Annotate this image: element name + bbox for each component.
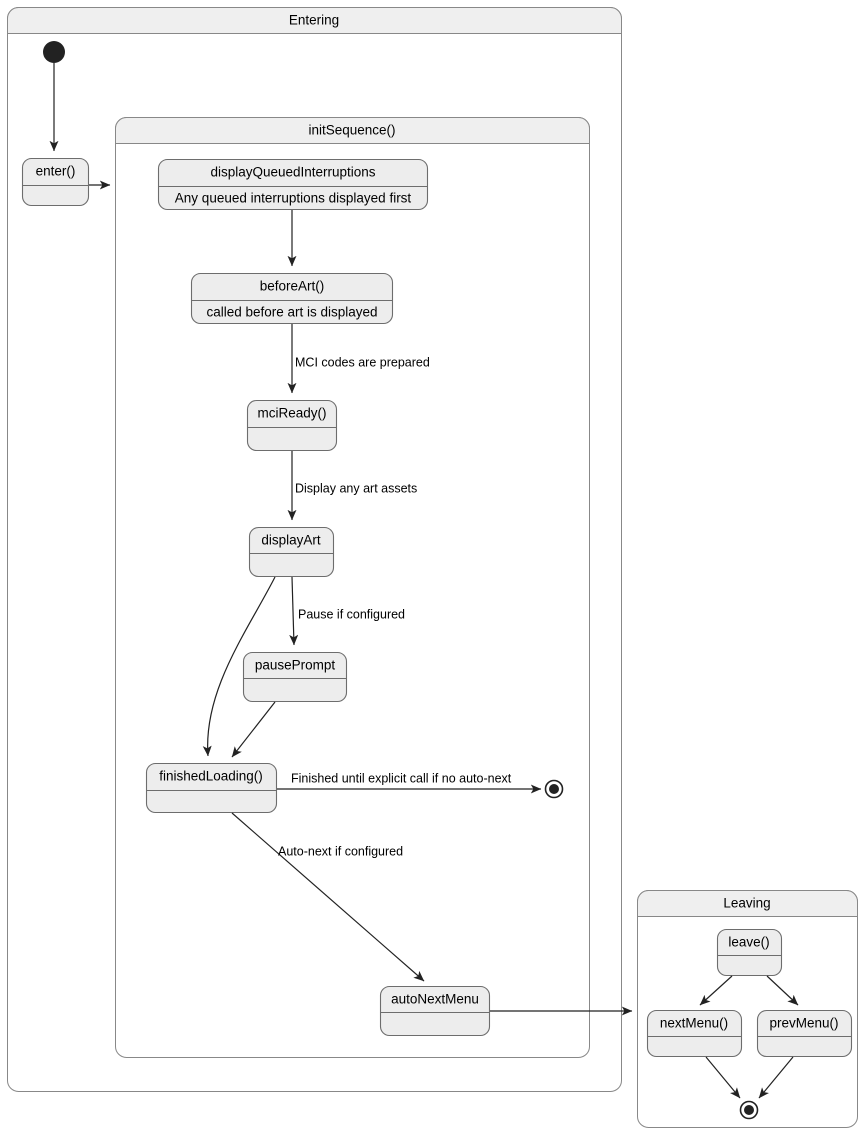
entering-frame-header [7, 7, 622, 34]
init-sequence-frame-body [115, 117, 590, 1058]
state-enter-box [21, 157, 90, 207]
composite-state-leaving[interactable]: Leaving [637, 890, 858, 1128]
state-pause-prompt-box [242, 651, 348, 703]
state-enter-title: enter() [36, 164, 76, 179]
transition-next-menu-to-end [705, 1056, 741, 1099]
entering-frame-title: Entering [289, 13, 339, 28]
transition-next-menu-to-end-line [705, 1056, 741, 1099]
state-prev-menu[interactable]: prevMenu() [756, 1009, 853, 1058]
transition-display-art-to-pause-prompt-label: Pause if configured [298, 607, 405, 621]
state-before-art-box [190, 272, 394, 325]
state-finished-loading-title: finishedLoading() [159, 769, 263, 784]
composite-state-init-sequence[interactable]: initSequence() [115, 117, 590, 1058]
state-mci-ready[interactable]: mciReady() [246, 399, 338, 452]
state-display-queued-interruptions-box [157, 158, 429, 211]
transition-before-art-to-mci-ready: MCI codes are prepared [287, 324, 430, 394]
state-mci-ready-title: mciReady() [257, 406, 326, 421]
state-display-queued-interruptions-title: displayQueuedInterruptions [210, 165, 375, 180]
state-prev-menu-title: prevMenu() [769, 1016, 838, 1031]
transition-leave-to-next-menu-line [699, 975, 733, 1006]
transition-finished-loading-to-auto-next-menu-line [231, 812, 425, 982]
transition-finished-loading-to-auto-next-menu-label: Auto-next if configured [278, 844, 403, 858]
transition-leave-to-next-menu [699, 975, 733, 1006]
state-leave-box [716, 928, 783, 977]
state-before-art-desc: called before art is displayed [206, 305, 377, 320]
state-display-queued-interruptions-desc: Any queued interruptions displayed first [175, 191, 412, 206]
transition-mci-ready-to-display-art: Display any art assets [287, 451, 417, 521]
transition-finished-loading-to-end: Finished until explicit call if no auto-… [277, 771, 542, 794]
transition-leave-to-prev-menu-line [766, 975, 799, 1006]
state-leave[interactable]: leave() [716, 928, 783, 977]
final-state-node-entering[interactable] [544, 779, 564, 799]
leaving-frame-body [637, 890, 858, 1128]
state-prev-menu-box [756, 1009, 853, 1058]
transition-display-art-to-pause-prompt-line [289, 576, 299, 646]
final-state-node-leaving-inner [744, 1105, 754, 1115]
transition-prev-menu-to-end-line [758, 1056, 794, 1099]
leaving-frame-header [637, 890, 858, 917]
state-display-queued-interruptions[interactable]: displayQueuedInterruptions Any queued in… [157, 158, 429, 211]
final-state-node-entering-inner [549, 784, 559, 794]
init-sequence-frame-title: initSequence() [308, 123, 395, 138]
state-mci-ready-box [246, 399, 338, 452]
transition-finished-loading-to-auto-next-menu: Auto-next if configured [231, 812, 425, 982]
transition-leave-to-prev-menu [766, 975, 799, 1006]
state-before-art[interactable]: beforeArt() called before art is display… [190, 272, 394, 325]
state-next-menu-box [646, 1009, 743, 1058]
transition-before-art-to-mci-ready-label: MCI codes are prepared [295, 355, 430, 369]
state-pause-prompt[interactable]: pausePrompt [242, 651, 348, 703]
state-next-menu[interactable]: nextMenu() [646, 1009, 743, 1058]
state-display-art-title: displayArt [261, 533, 321, 548]
init-sequence-frame-header [115, 117, 590, 144]
final-state-node-leaving[interactable] [739, 1100, 759, 1120]
state-auto-next-menu[interactable]: autoNextMenu [379, 985, 491, 1037]
state-leave-title: leave() [728, 935, 769, 950]
state-pause-prompt-title: pausePrompt [255, 658, 336, 673]
transition-display-art-to-pause-prompt: Pause if configured [289, 576, 405, 646]
transition-pause-prompt-to-finished-loading-line [231, 701, 276, 758]
state-display-art-box [248, 526, 335, 578]
state-enter[interactable]: enter() [21, 157, 90, 207]
initial-state-node[interactable] [43, 41, 65, 63]
leaving-frame-title: Leaving [723, 896, 770, 911]
transition-display-art-to-finished-loading-line [202, 576, 276, 757]
state-auto-next-menu-title: autoNextMenu [391, 992, 479, 1007]
transition-finished-loading-to-end-label: Finished until explicit call if no auto-… [291, 771, 512, 785]
transition-prev-menu-to-end [758, 1056, 794, 1099]
state-before-art-title: beforeArt() [260, 279, 325, 294]
state-auto-next-menu-box [379, 985, 491, 1037]
state-finished-loading[interactable]: finishedLoading() [145, 762, 278, 814]
state-next-menu-title: nextMenu() [660, 1016, 728, 1031]
transition-display-art-to-finished-loading [202, 576, 276, 757]
transition-pause-prompt-to-finished-loading [231, 701, 276, 758]
transition-mci-ready-to-display-art-label: Display any art assets [295, 481, 417, 495]
state-display-art[interactable]: displayArt [248, 526, 335, 578]
state-finished-loading-box [145, 762, 278, 814]
